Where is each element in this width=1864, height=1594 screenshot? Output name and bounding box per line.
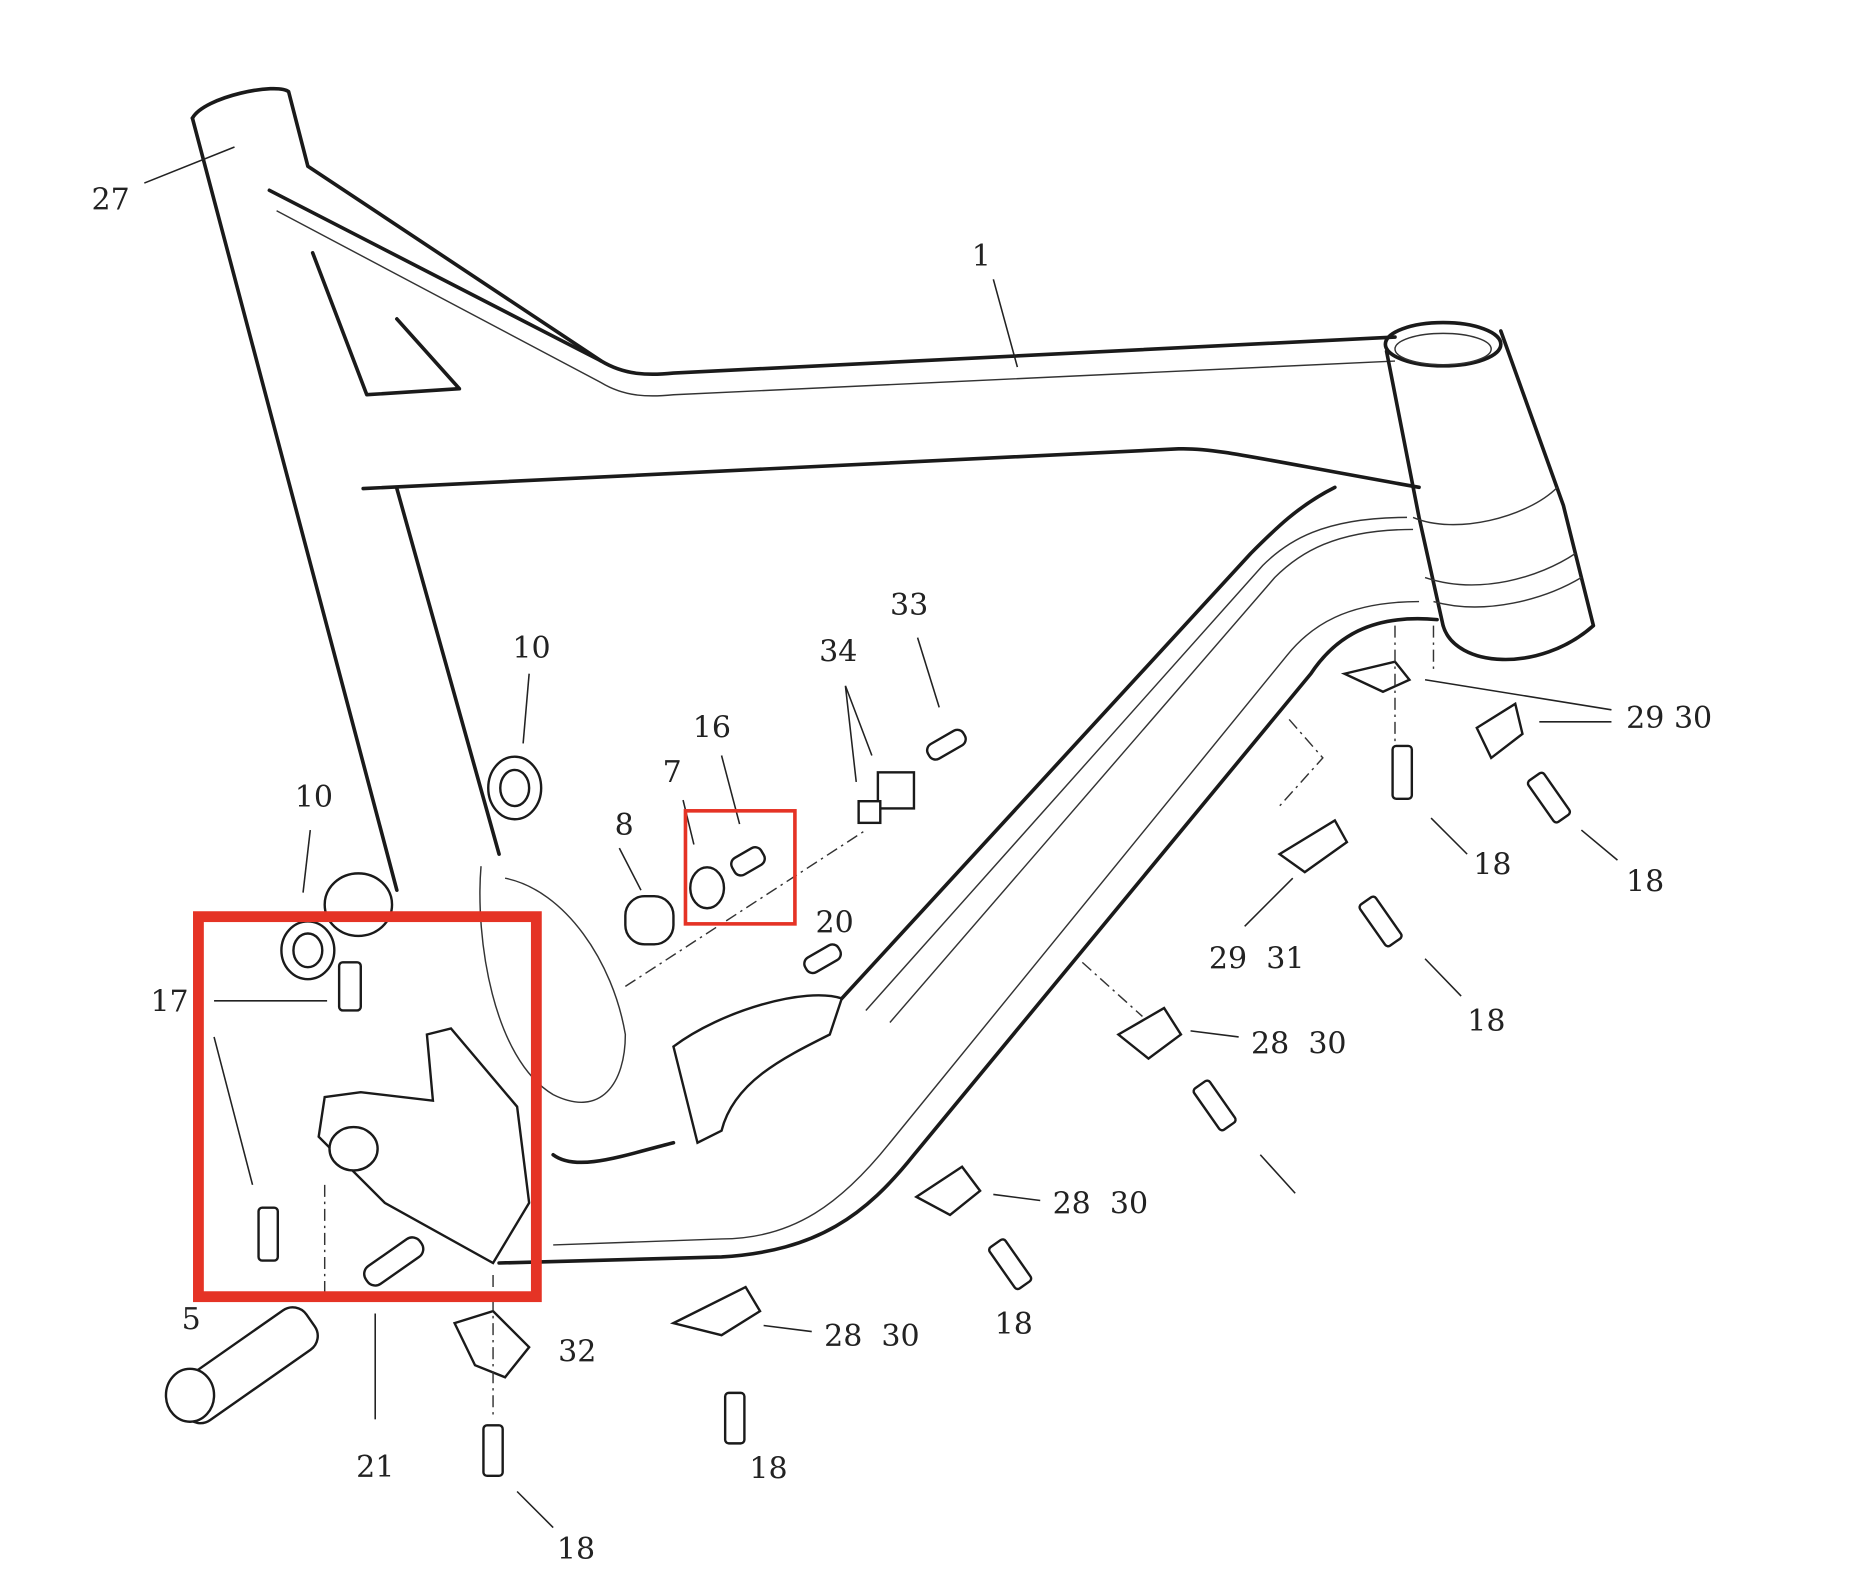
label-1: 1 <box>972 239 991 274</box>
frame-body <box>190 86 1596 1265</box>
label-28-30: 28 30 <box>1053 1187 1149 1222</box>
guide-28-c <box>1116 1006 1183 1061</box>
highlight-box-motor-mount <box>193 911 542 1303</box>
leader-lines <box>144 146 1618 1529</box>
guide-32 <box>452 1309 531 1379</box>
label-8: 8 <box>615 808 634 843</box>
label-18: 18 <box>1467 1004 1505 1039</box>
label-32: 32 <box>558 1335 596 1370</box>
highlight-box-bolt-16 <box>683 809 797 926</box>
label-34: 34 <box>819 635 857 670</box>
guide-28-a <box>669 1285 762 1337</box>
label-28-30: 28 30 <box>824 1319 920 1354</box>
label-18: 18 <box>557 1532 595 1567</box>
bolt-20 <box>803 943 842 975</box>
label-29-31: 29 31 <box>1209 941 1305 976</box>
label-27: 27 <box>92 183 130 218</box>
label-5: 5 <box>182 1302 201 1337</box>
bolt-17-upper <box>337 961 362 1012</box>
label-18: 18 <box>749 1451 787 1486</box>
bolt-17-lower <box>257 1206 279 1262</box>
bushing-8 <box>624 895 675 946</box>
washer-7 <box>689 866 726 910</box>
label-7: 7 <box>663 755 682 790</box>
bolt-33 <box>925 728 967 761</box>
label-20: 20 <box>815 905 853 940</box>
label-29-30: 29 30 <box>1626 701 1712 736</box>
guide-29-30-b <box>1475 701 1524 760</box>
bracket <box>672 994 844 1145</box>
label-18: 18 <box>995 1307 1033 1342</box>
parts <box>164 660 1572 1478</box>
guide-29-31 <box>1277 818 1349 874</box>
label-18: 18 <box>1626 864 1664 899</box>
callout-labels: 27 1 33 34 16 7 8 10 10 20 17 5 21 32 18… <box>92 183 1713 1567</box>
guide-29-30-a <box>1340 660 1412 694</box>
bolt-16 <box>730 846 766 877</box>
bolt-18 <box>482 1424 504 1478</box>
clip-34 <box>876 771 916 810</box>
motor-mount-21 <box>317 1027 531 1265</box>
label-28-30: 28 30 <box>1251 1027 1347 1062</box>
label-16: 16 <box>693 710 731 745</box>
guide-28-b <box>914 1165 982 1217</box>
label-10-upper: 10 <box>512 631 550 666</box>
label-10-lower: 10 <box>295 780 333 815</box>
label-18: 18 <box>1473 848 1511 883</box>
bolt-21 <box>363 1236 425 1287</box>
pivot-boss <box>323 872 394 938</box>
label-21: 21 <box>356 1450 394 1485</box>
label-17: 17 <box>150 985 188 1020</box>
nut-34 <box>857 800 882 825</box>
label-33: 33 <box>890 588 928 623</box>
